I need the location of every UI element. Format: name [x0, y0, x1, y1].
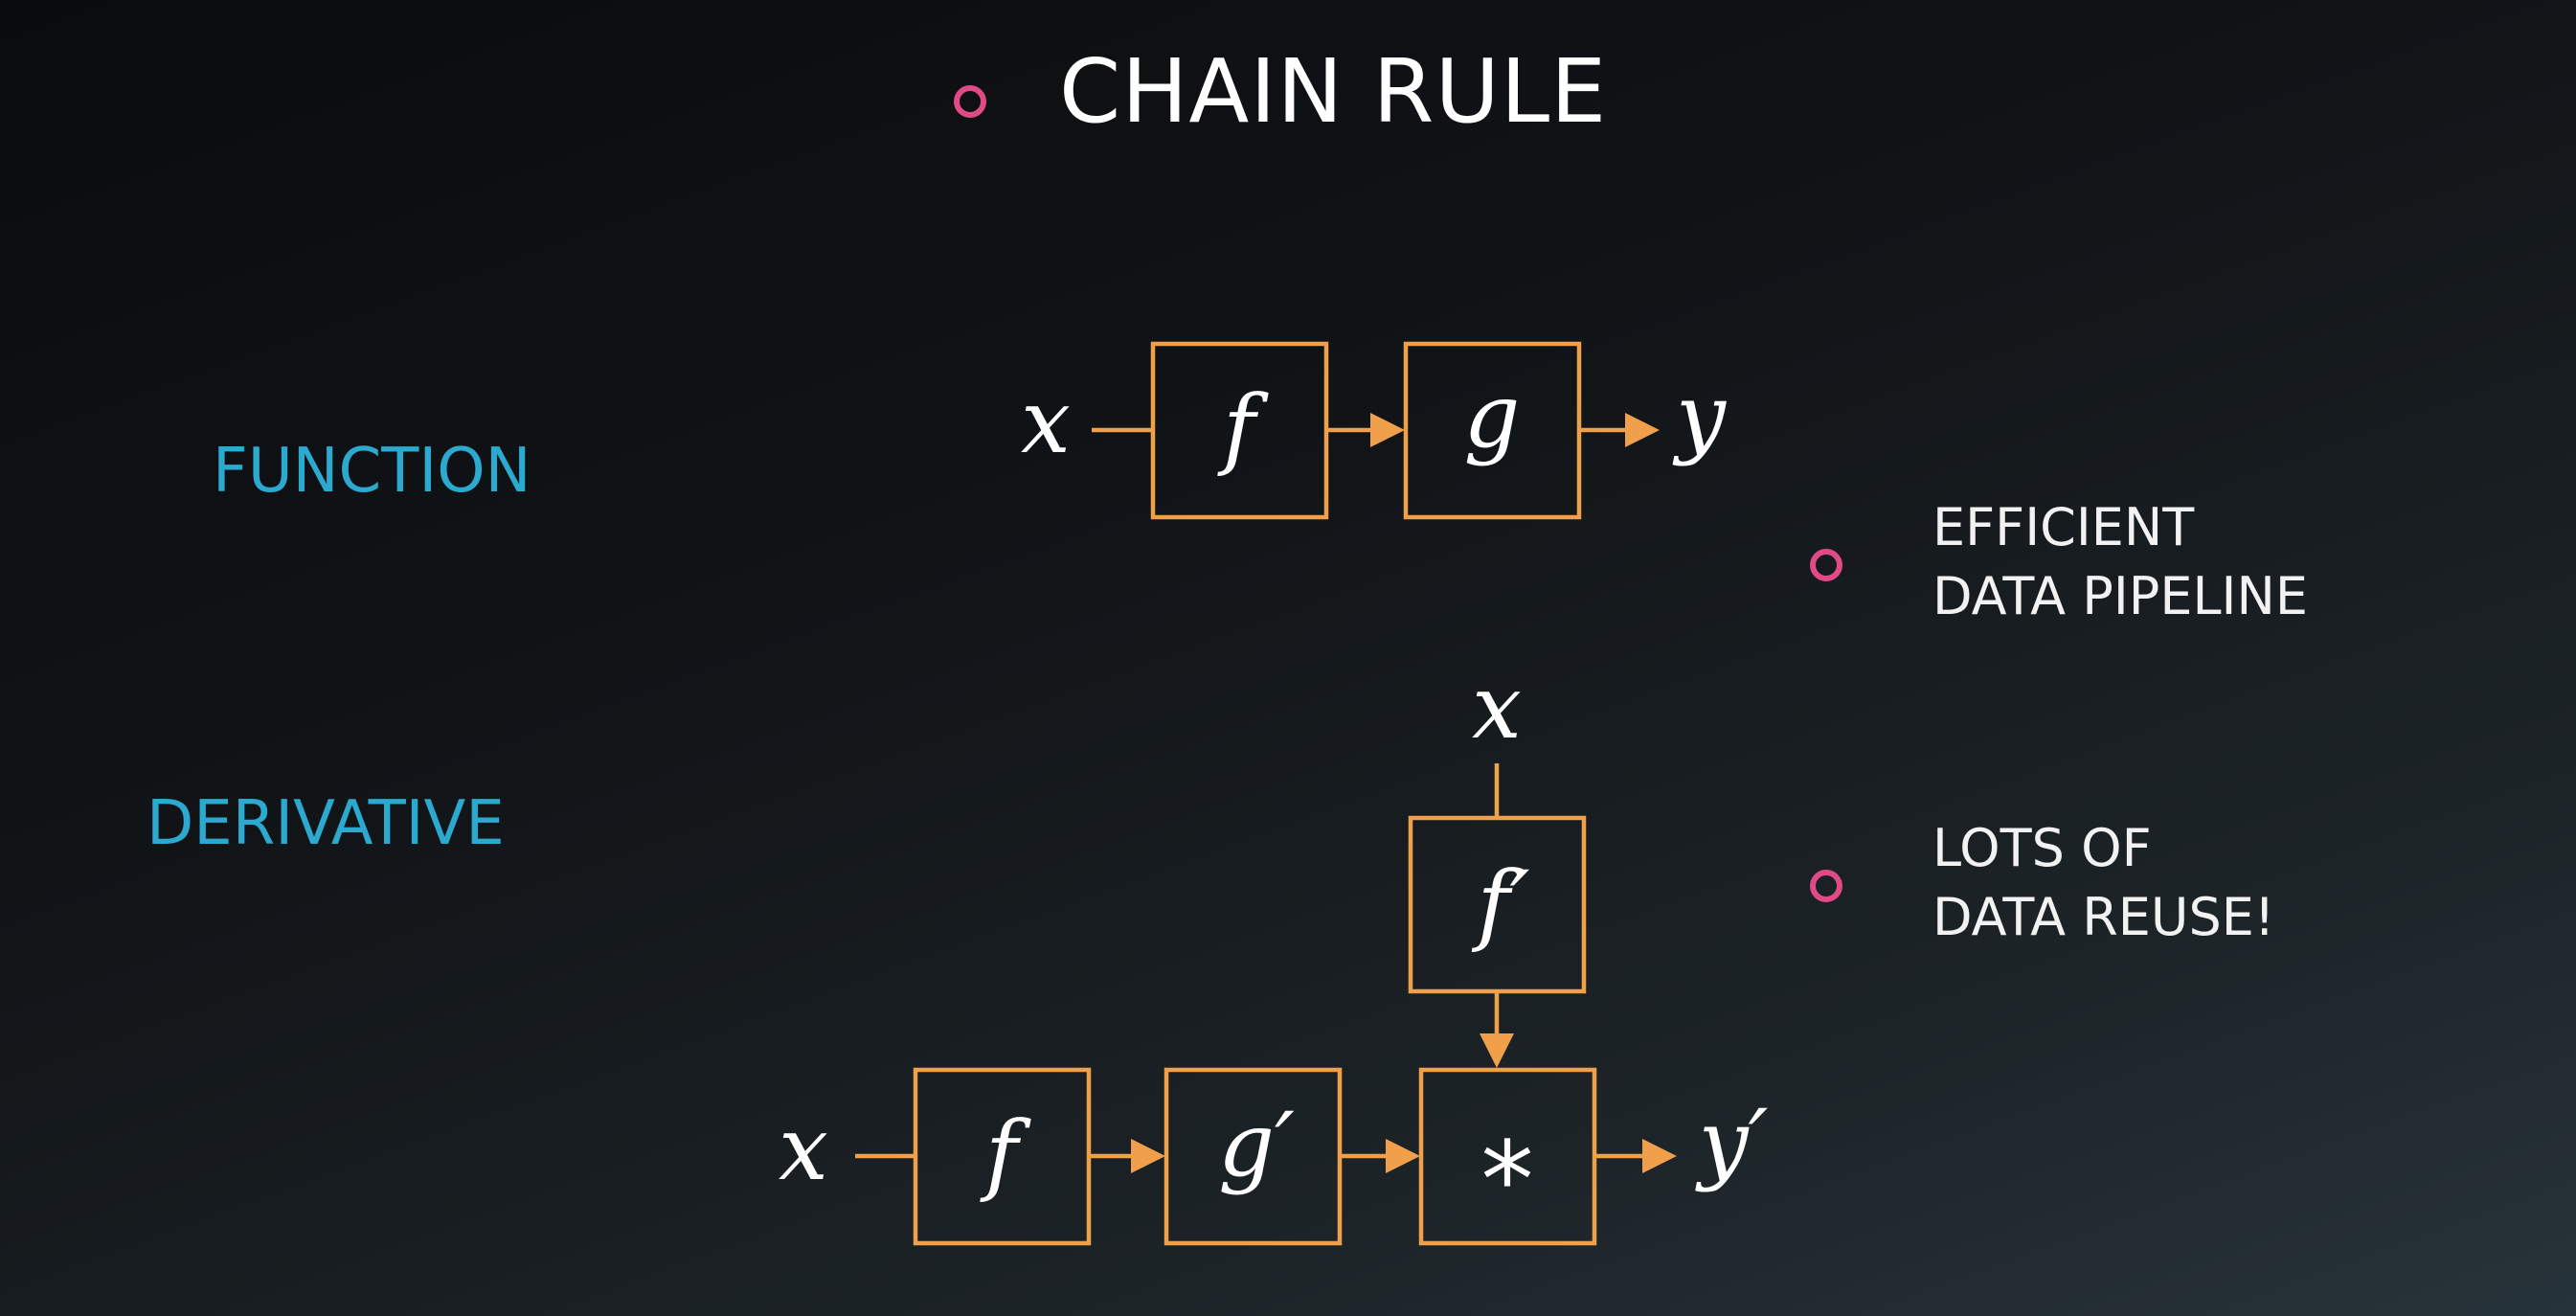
- derivative-top-input-x: x: [1472, 656, 1522, 759]
- derivative-input-x: x: [779, 1098, 828, 1200]
- function-label: FUNCTION: [213, 436, 531, 507]
- note-line: LOTS OF: [1932, 818, 2152, 878]
- note-data-reuse: LOTS OF DATA REUSE!: [1932, 814, 2275, 952]
- note-efficient-pipeline: EFFICIENT DATA PIPELINE: [1932, 493, 2308, 631]
- function-input-x: x: [1021, 371, 1071, 473]
- function-diagram: x f g y: [1021, 341, 1727, 520]
- derivative-box-star-label: *: [1481, 1119, 1534, 1241]
- title-bullet-icon: [954, 85, 986, 118]
- function-box-f-label: f: [1217, 376, 1269, 479]
- note-line: EFFICIENT: [1932, 497, 2195, 557]
- derivative-label: DERIVATIVE: [147, 788, 505, 859]
- note-bullet-icon: [1810, 549, 1842, 581]
- derivative-box-gprime-label: g′: [1218, 1094, 1295, 1196]
- derivative-output-yprime: y′: [1695, 1091, 1769, 1193]
- note-line: DATA PIPELINE: [1932, 566, 2308, 626]
- derivative-box-f-label: f: [980, 1102, 1031, 1205]
- derivative-box-fprime-label: f′: [1472, 852, 1530, 955]
- page-title: CHAIN RULE: [1059, 40, 1608, 143]
- function-output-y: y: [1672, 365, 1727, 467]
- derivative-diagram: x f′ x f g′ * y′: [779, 656, 1769, 1246]
- note-line: DATA REUSE!: [1932, 887, 2275, 947]
- note-bullet-icon: [1810, 870, 1842, 902]
- function-box-g-label: g: [1464, 365, 1521, 467]
